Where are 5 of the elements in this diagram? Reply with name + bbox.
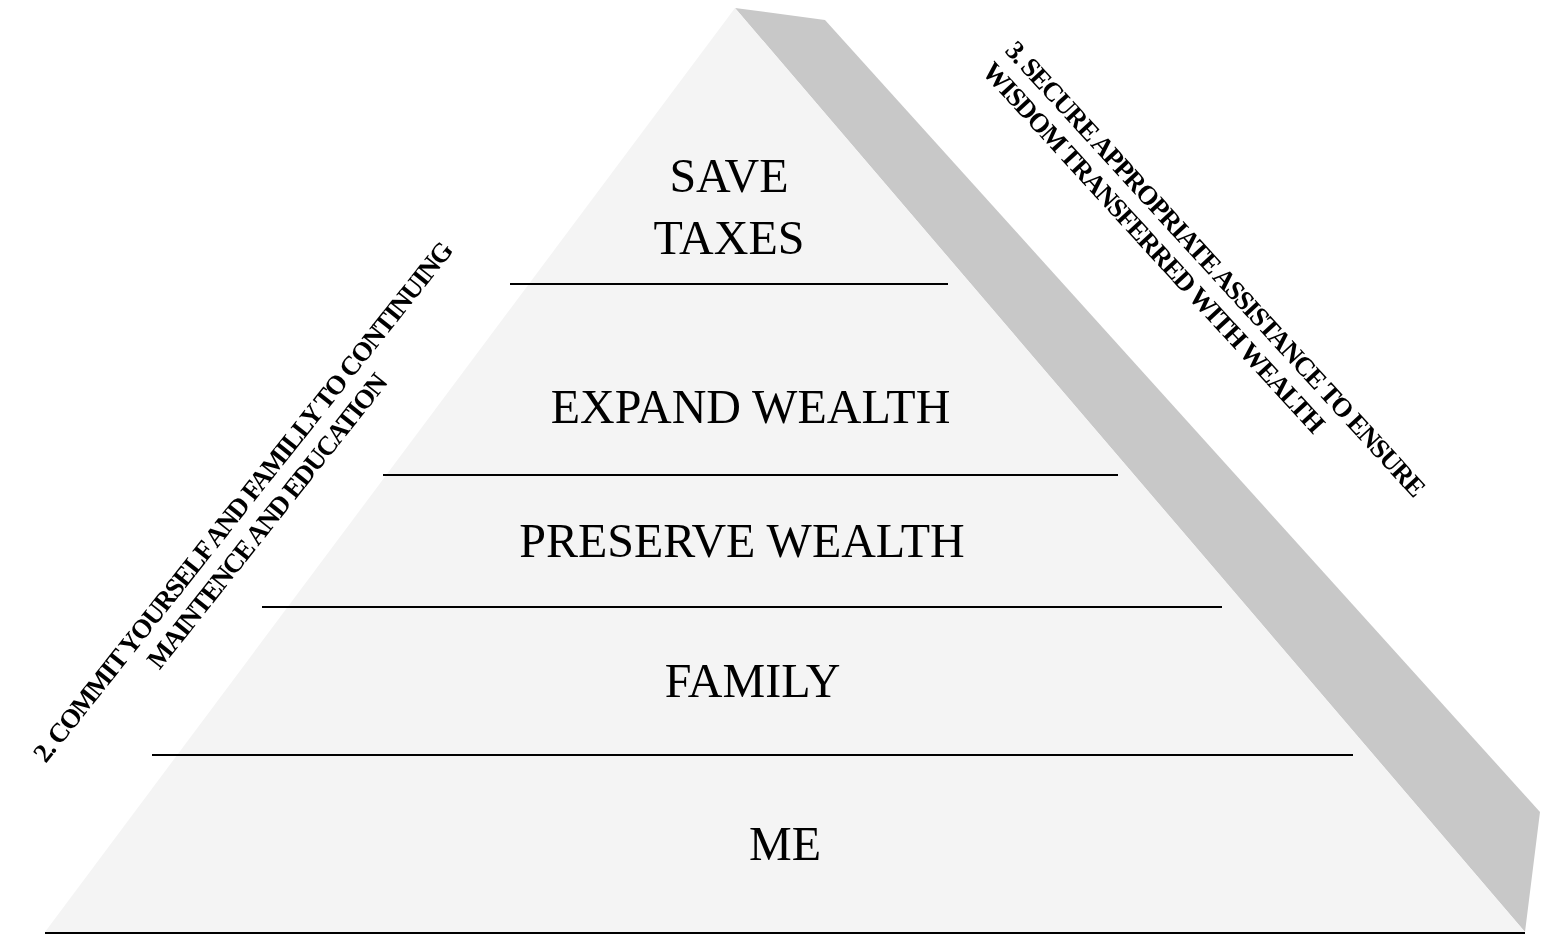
level-label: FAMILY [664,653,841,709]
level-label: SAVE TAXES [652,147,806,266]
level-label: ME [749,816,821,872]
level-label: EXPAND WEALTH [550,379,951,435]
level-label: PRESERVE WEALTH [519,513,965,569]
